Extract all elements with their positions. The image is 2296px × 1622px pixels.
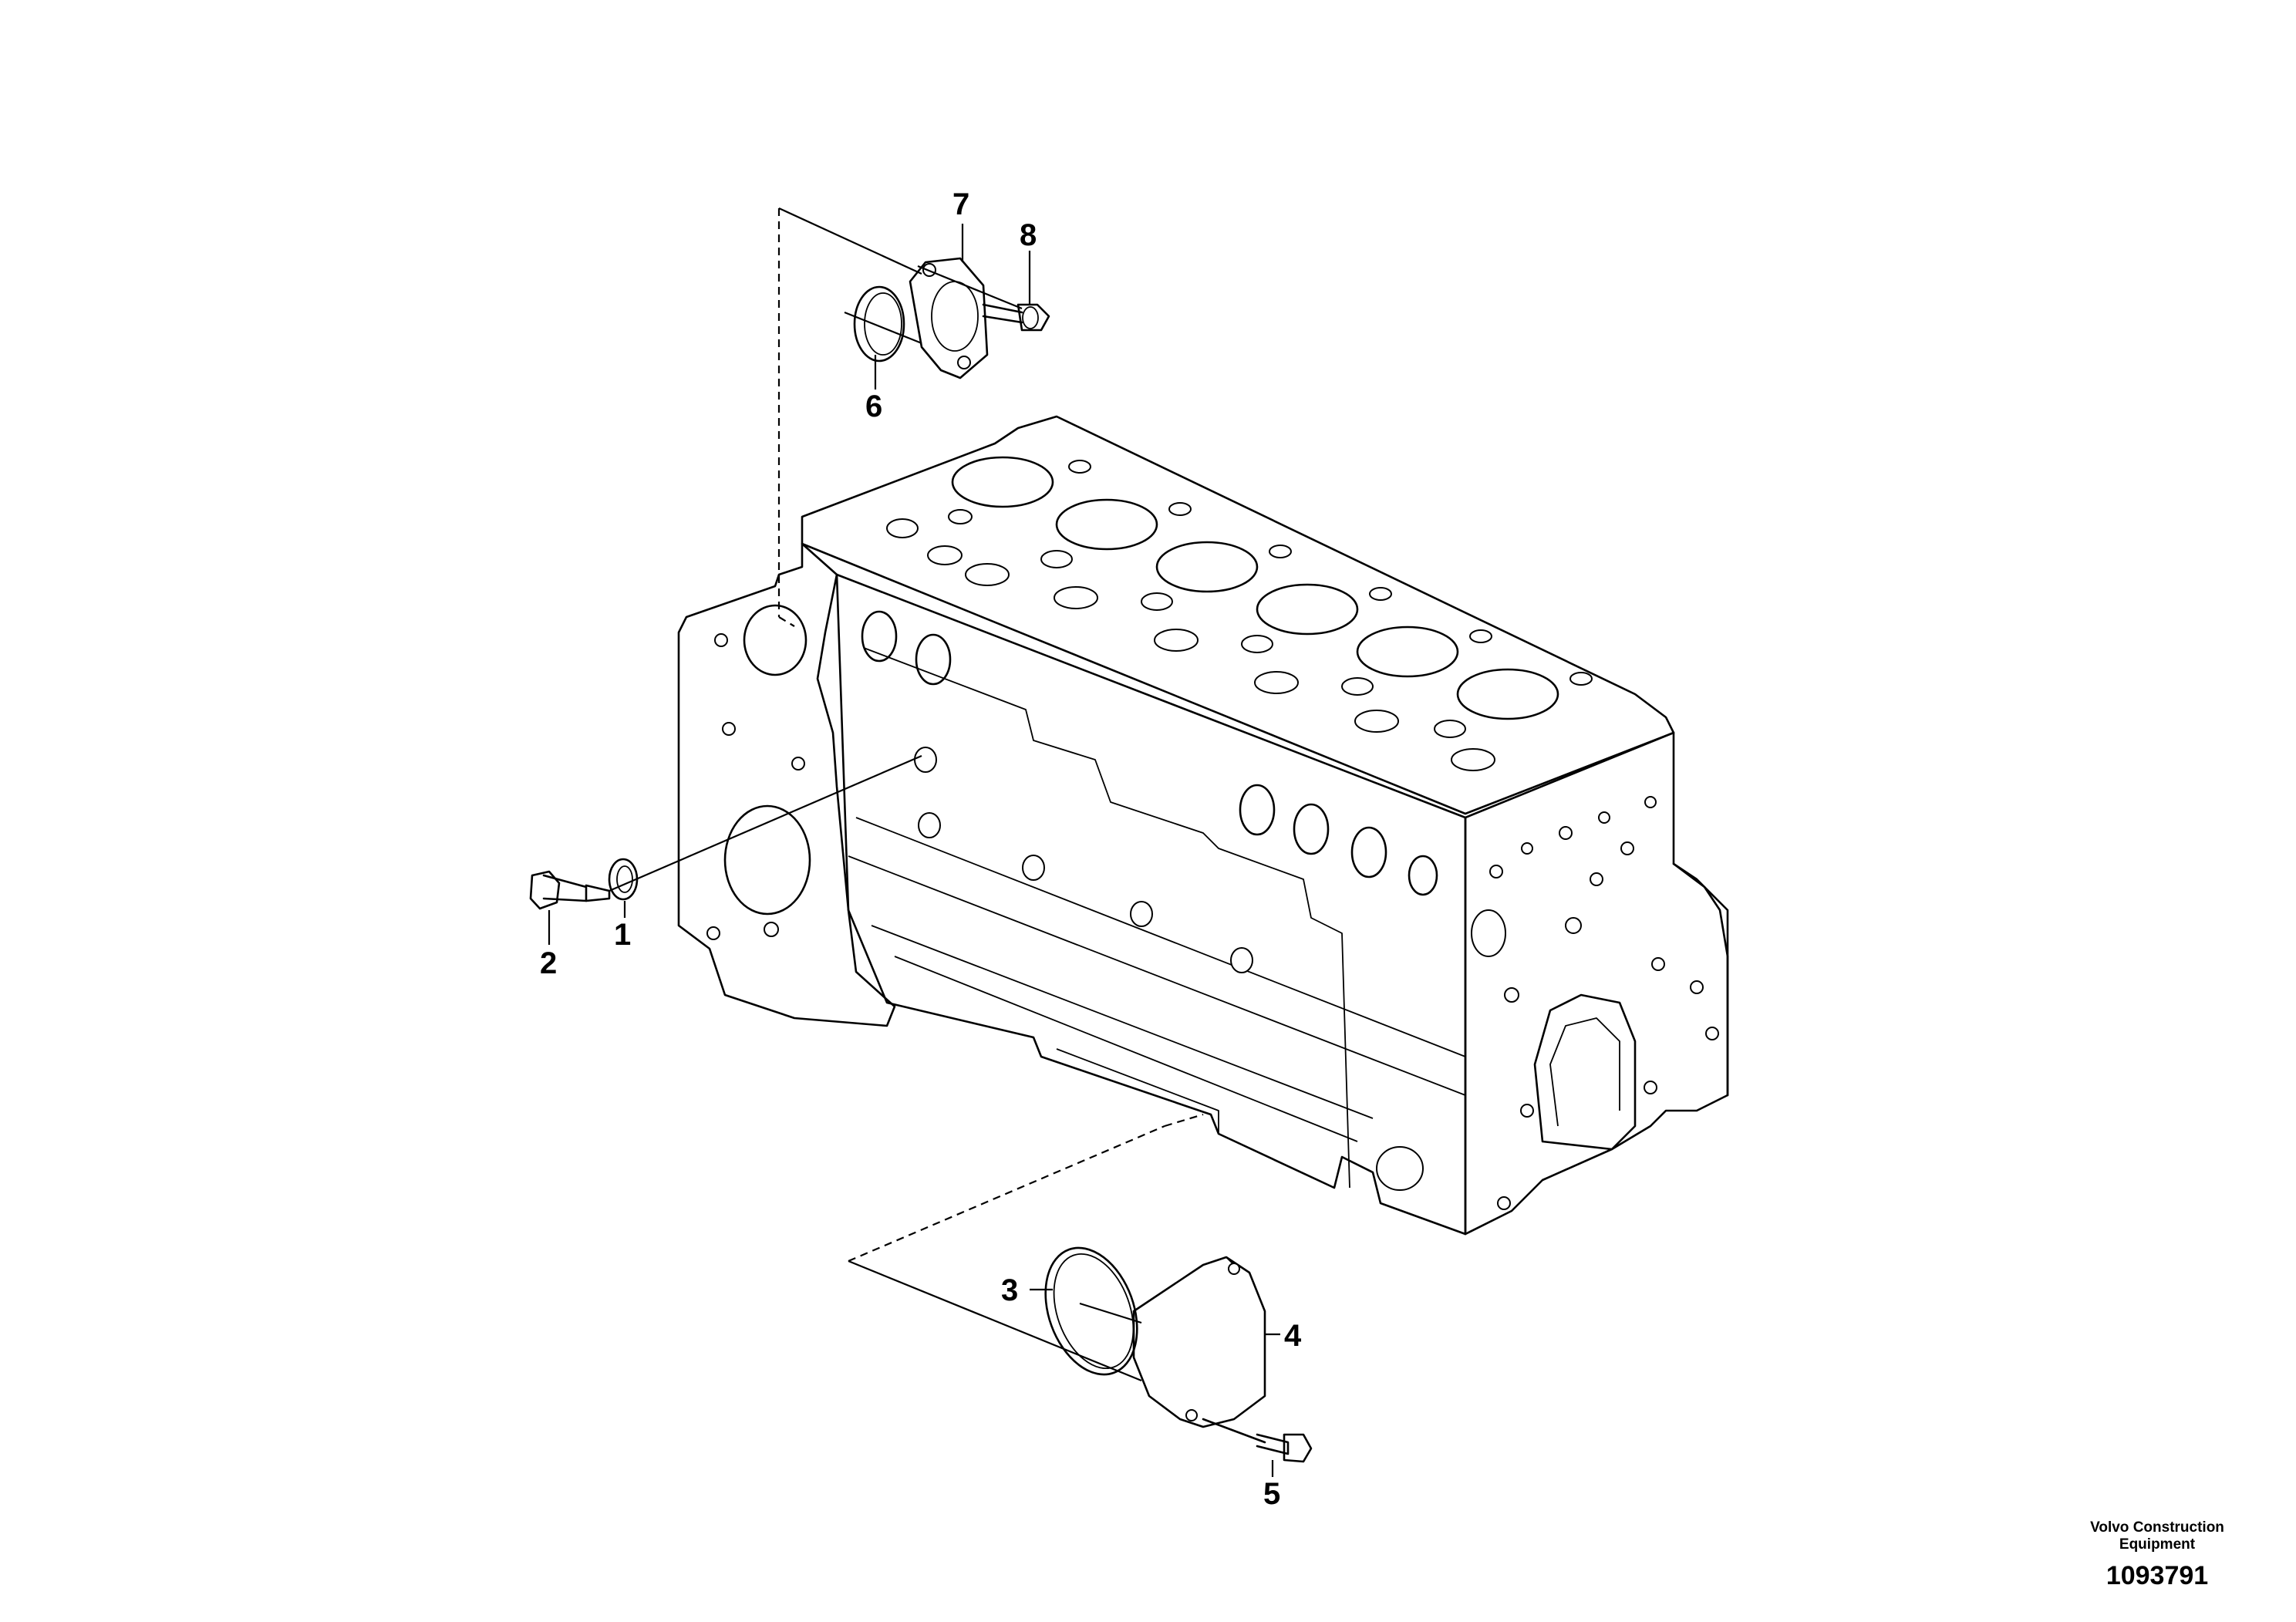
- seal-ring-6: [853, 285, 905, 363]
- crank-bore: [1533, 993, 1637, 1151]
- block-side-face: [835, 573, 1467, 1236]
- bolt-5: [1202, 1418, 1313, 1463]
- callout-3: 3: [1001, 1273, 1018, 1307]
- rear-bore: [723, 804, 811, 916]
- block-top-deck: [801, 415, 1675, 815]
- block-front-flange: [1672, 862, 1729, 1097]
- brand-line-1: Volvo Construction: [2090, 1519, 2224, 1536]
- callout-4: 4: [1284, 1319, 1302, 1353]
- side-ports: [861, 610, 1506, 1191]
- rear-plate-holes: [706, 633, 805, 940]
- bolt-8: [982, 303, 1050, 332]
- callout-2: 2: [540, 946, 557, 980]
- plug-bolt-2: [529, 870, 611, 910]
- o-ring-3: [1044, 1246, 1138, 1376]
- cover-flange-7: [909, 257, 989, 379]
- washer-1: [608, 858, 639, 901]
- callout-leaders: [548, 224, 1280, 1477]
- front-face-holes: [1489, 796, 1719, 1210]
- block-rear-plate: [677, 542, 896, 1027]
- callout-8: 8: [1020, 218, 1037, 252]
- brand-line-2: Equipment: [2119, 1536, 2196, 1553]
- block-front-face: [1464, 731, 1729, 1236]
- explosion-lines: [609, 207, 1204, 1382]
- cylinder-bores: [951, 456, 1559, 720]
- engine-block: [677, 415, 1729, 1236]
- footer: Volvo Construction Equipment 1093791: [2057, 1519, 2257, 1591]
- deck-holes: [886, 460, 1593, 771]
- callout-1: 1: [614, 918, 631, 952]
- explosion-line-bottom: [848, 1125, 1165, 1263]
- rear-bore-upper: [743, 604, 807, 676]
- cover-plate-4: [1132, 1256, 1266, 1428]
- callout-5: 5: [1263, 1477, 1280, 1511]
- document-number: 1093791: [2106, 1561, 2209, 1590]
- callout-6: 6: [865, 389, 882, 423]
- explosion-line-left: [609, 754, 922, 892]
- callout-7: 7: [952, 187, 969, 221]
